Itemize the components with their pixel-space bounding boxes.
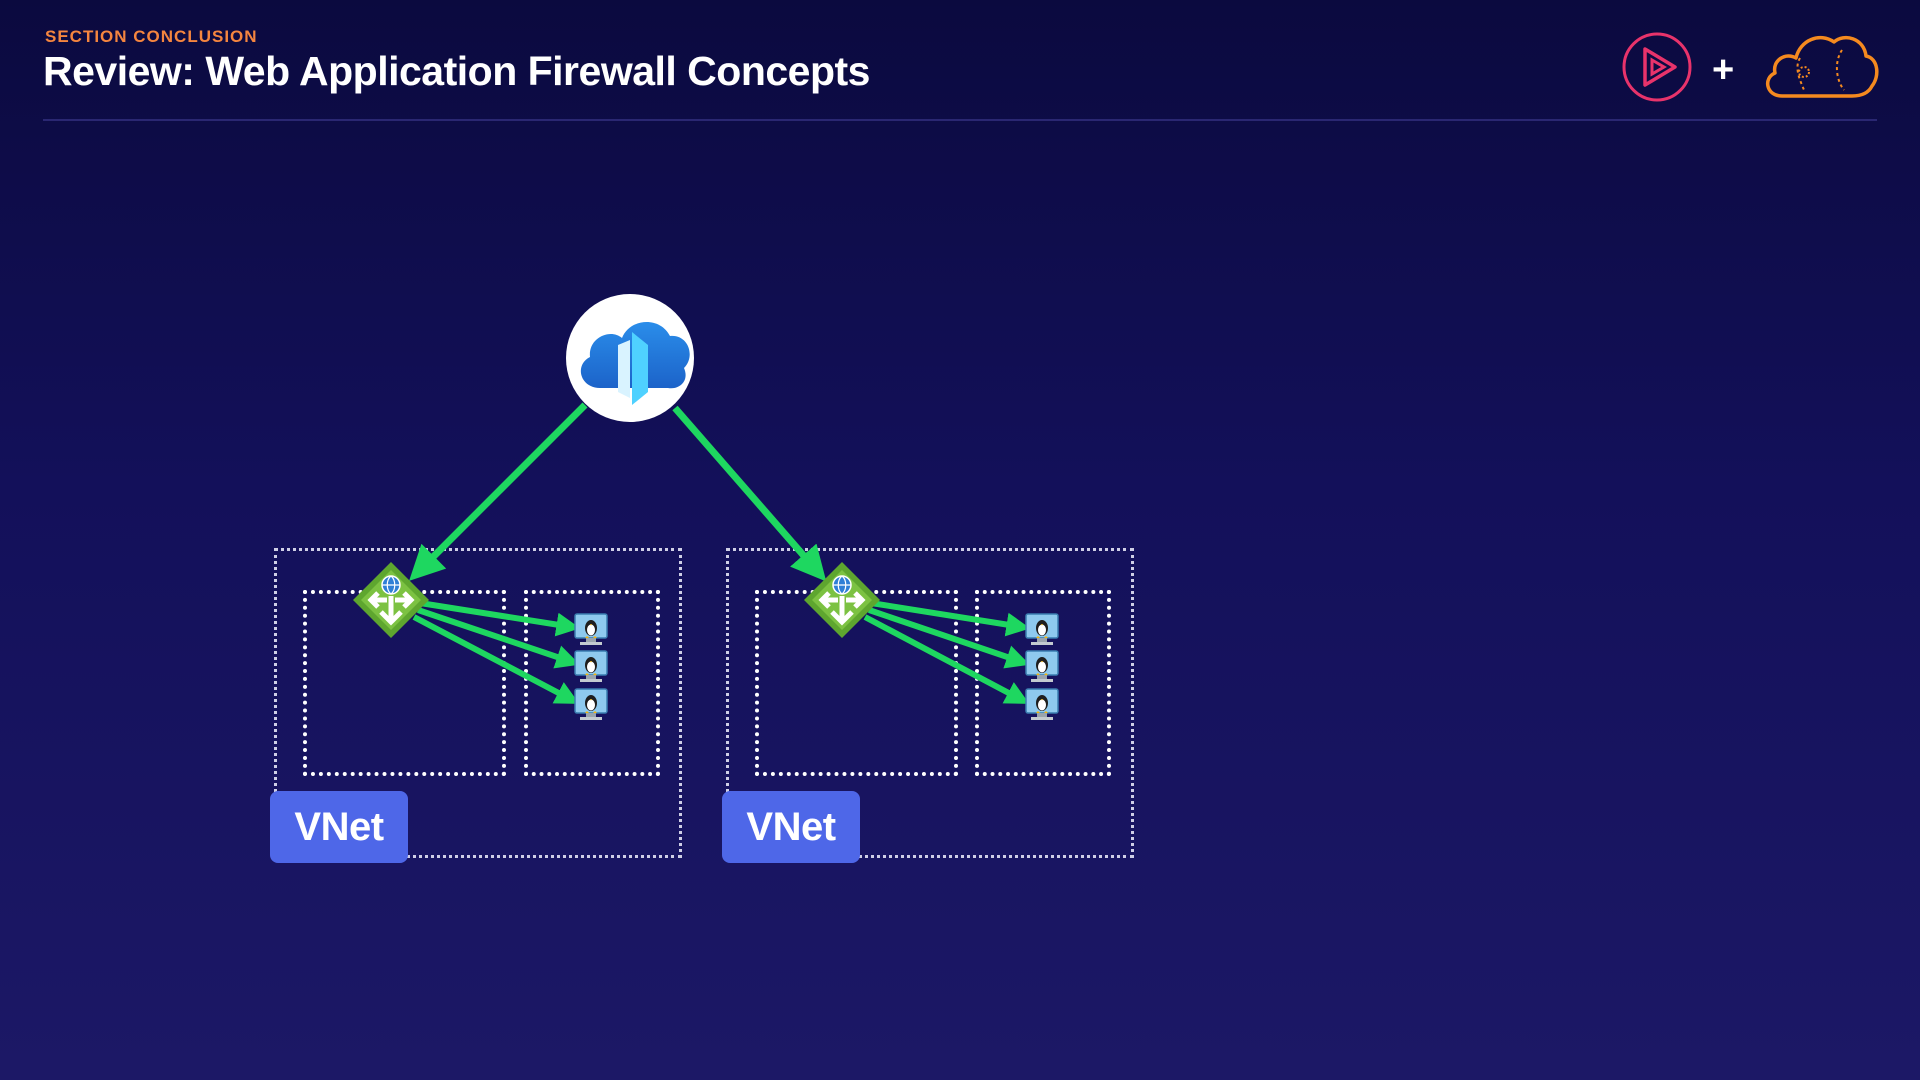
- arrow-gateway1-vm2: [417, 607, 580, 669]
- cloud-logo-icon: [1765, 35, 1879, 98]
- vm-subnet-1: [524, 590, 660, 776]
- vnet-label-2: VNet: [722, 791, 860, 863]
- linux-vm-icon: [1025, 650, 1059, 682]
- vm-subnet-2: [975, 590, 1111, 776]
- arrow-gateway1-vm3: [412, 614, 580, 704]
- arrow-gateway2-vm3: [863, 614, 1030, 704]
- page-title: Review: Web Application Firewall Concept…: [43, 48, 871, 94]
- application-gateway-icon: [804, 562, 880, 638]
- linux-vm-icon: [574, 650, 608, 682]
- arrow-to-gateway-2: [672, 405, 827, 582]
- arrow-gateway1-vm1: [419, 600, 581, 637]
- plus-sign: +: [1712, 49, 1735, 91]
- linux-vm-icon: [574, 613, 608, 645]
- vnet-container-1: [274, 548, 682, 858]
- azure-front-door-icon: [566, 294, 694, 422]
- linux-vm-icon: [1025, 688, 1059, 720]
- section-eyebrow: SECTION CONCLUSION: [45, 27, 258, 46]
- vnet-label-1: VNet: [270, 791, 408, 863]
- arrow-to-gateway-1: [409, 402, 588, 581]
- header-divider: [43, 119, 1877, 121]
- play-logo-icon: [1622, 32, 1692, 102]
- vnet-container-2: [726, 548, 1134, 858]
- linux-vm-icon: [1025, 613, 1059, 645]
- arrow-gateway2-vm2: [868, 607, 1030, 669]
- linux-vm-icon: [574, 688, 608, 720]
- arrow-gateway2-vm1: [870, 600, 1031, 637]
- application-gateway-icon: [353, 562, 429, 638]
